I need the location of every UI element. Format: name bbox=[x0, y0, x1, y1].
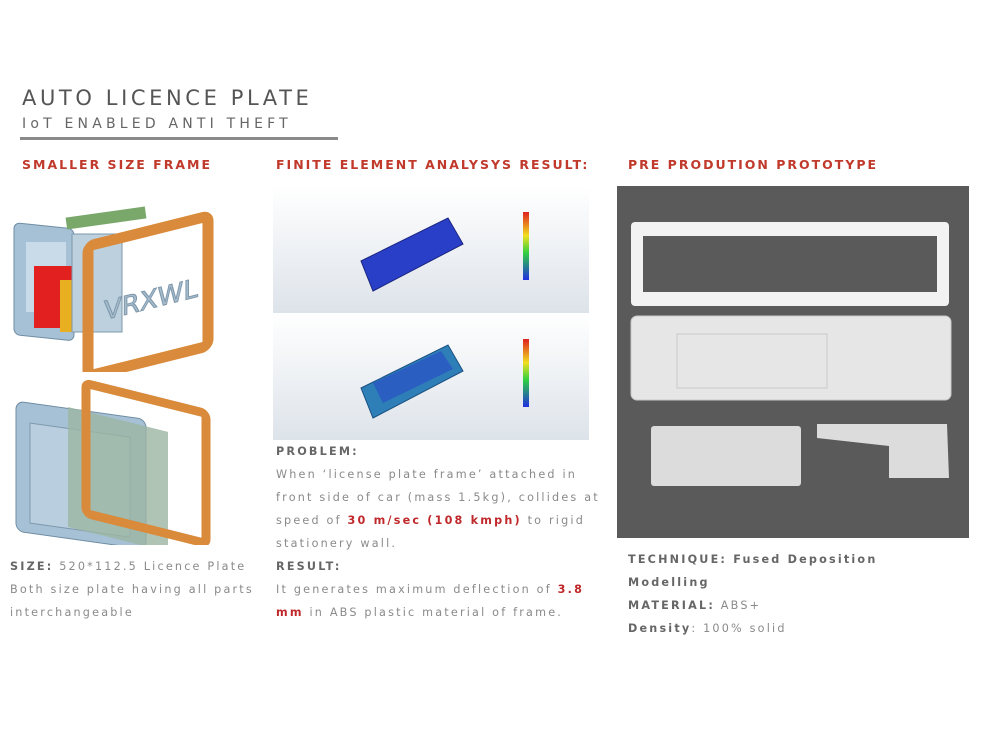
problem-label: PROBLEM: bbox=[276, 445, 359, 458]
heading-smaller-size-frame: SMALLER SIZE FRAME bbox=[22, 157, 212, 172]
prototype-specs: TECHNIQUE: Fused Deposition Modelling MA… bbox=[628, 548, 918, 640]
size-label: SIZE: bbox=[10, 560, 54, 573]
prototype-photo bbox=[617, 186, 969, 538]
technique-value: Fused Deposition Modelling bbox=[628, 553, 878, 589]
exploded-rear-image bbox=[15, 379, 211, 545]
page-subtitle: IoT ENABLED ANTI THEFT bbox=[22, 116, 292, 132]
result-text-end: in ABS plastic material of frame. bbox=[303, 606, 564, 619]
fea-simulation-image bbox=[273, 186, 589, 440]
density-value: : 100% solid bbox=[691, 622, 787, 635]
size-description: SIZE: 520*112.5 Licence Plate Both size … bbox=[10, 555, 270, 624]
density-label: Density bbox=[628, 622, 692, 635]
result-text: It generates maximum deflection of bbox=[276, 583, 558, 596]
heading-prototype: PRE PRODUTION PROTOTYPE bbox=[628, 157, 879, 172]
exploded-frame-image: VRXWL bbox=[13, 206, 214, 372]
material-label: MATERIAL: bbox=[628, 599, 716, 612]
interchangeable-note: Both size plate having all parts interch… bbox=[10, 583, 254, 619]
impact-speed: 30 m/sec (108 kmph) bbox=[347, 514, 522, 527]
page-title: AUTO LICENCE PLATE bbox=[22, 86, 313, 110]
title-divider bbox=[20, 137, 338, 140]
material-value: ABS+ bbox=[715, 599, 762, 612]
problem-text-end: to rigid stationery wall. bbox=[276, 514, 585, 550]
max-deflection: 3.8 mm bbox=[276, 583, 585, 619]
heading-fea-result: FINITE ELEMENT ANALYSYS RESULT: bbox=[276, 157, 590, 172]
problem-text: When ‘license plate frame’ attached in f… bbox=[276, 468, 600, 527]
technique-label: TECHNIQUE: bbox=[628, 553, 728, 566]
size-value: 520*112.5 Licence Plate bbox=[53, 560, 247, 573]
problem-result-text: PROBLEM: When ‘license plate frame’ atta… bbox=[276, 440, 606, 624]
result-label: RESULT: bbox=[276, 560, 342, 573]
